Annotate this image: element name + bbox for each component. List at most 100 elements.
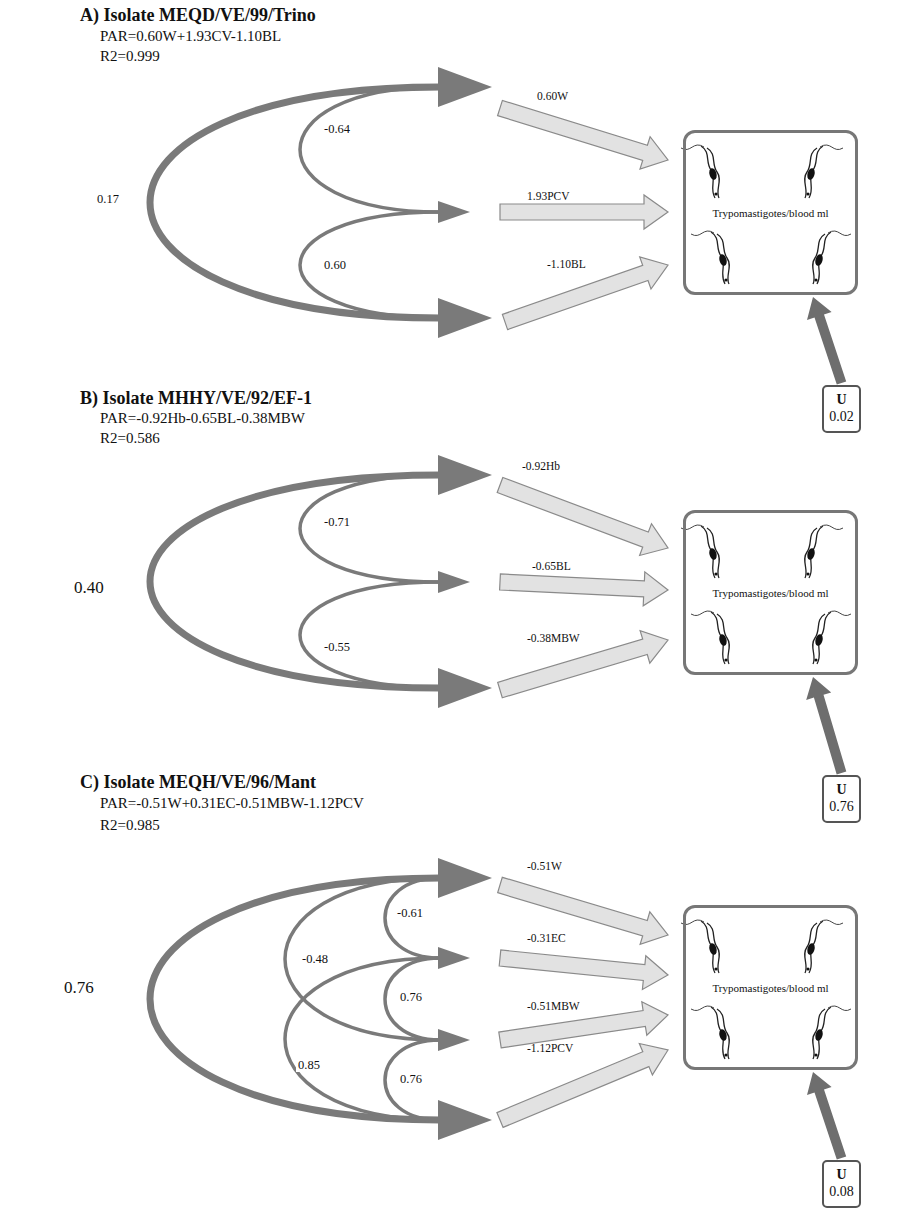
residual-arrow [807,1072,846,1160]
coefficient-label: -0.31EC [525,932,568,945]
equation: R2=0.985 [98,817,162,834]
variable-arrowhead [438,67,492,107]
residual-symbol: U [836,782,846,799]
variable-arrowhead [438,947,470,969]
trypanosome-nucleus [806,942,816,955]
variable-arrowhead [438,455,492,495]
variable-arrowhead [438,1029,470,1051]
correlation-value: -0.55 [322,640,352,654]
residual-value: 0.02 [829,409,854,426]
path-coefficient-arrow [498,631,668,698]
trypanosome-membrane [717,1009,729,1059]
correlation-arc [300,582,440,688]
coefficient-label: -0.51W [525,860,564,873]
residual-box: U0.76 [822,775,861,823]
trypanosome-nucleus [814,1028,824,1041]
outcome-label: Trypomastigotes/blood ml [712,587,828,599]
kinetoplast [806,967,809,970]
flagellum [691,231,714,236]
kinetoplast [724,658,727,661]
residual-symbol: U [836,392,846,409]
residual-box: U0.02 [822,385,861,433]
trypanosome-drawing [691,1006,729,1059]
correlation-arc [300,87,440,212]
correlation-value: 0.76 [398,990,424,1004]
correlation-value: -0.71 [322,515,352,529]
equation: R2=0.999 [98,48,162,65]
correlation-arc [150,87,440,318]
trypanosome-nucleus [708,547,718,560]
variable-arrowhead [438,201,470,223]
variable-arrowhead [438,668,492,708]
trypanosome-drawing [805,525,843,578]
correlation-value: 0.85 [296,1058,322,1072]
coefficient-label: 0.60W [535,90,570,103]
panel-title: B) Isolate MHHY/VE/92/EF-1 [78,388,314,409]
correlation-value: 0.60 [322,258,348,272]
path-coefficient-arrow [497,1044,668,1128]
outcome-label: Trypomastigotes/blood ml [712,207,828,219]
trypanosome-membrane [813,234,825,284]
trypanosome-membrane [717,614,729,664]
trypanosome-nucleus [718,1028,728,1041]
correlation-value: -0.61 [395,906,425,920]
path-coefficient-arrow [498,877,668,944]
outcome-box: Trypomastigotes/blood ml [683,130,858,295]
trypanosome-drawing [805,920,843,973]
correlation-arc [150,878,440,1120]
panel-title: C) Isolate MEQH/VE/96/Mant [78,772,318,793]
correlation-value: 0.17 [95,192,121,206]
correlation-value: 0.76 [398,1072,424,1086]
coefficient-label: -1.10BL [545,258,588,271]
kinetoplast [806,572,809,575]
trypanosome-drawing [681,145,719,198]
equation: R2=0.586 [98,430,162,447]
trypanosome-nucleus [806,167,816,180]
equation: PAR=-0.92Hb-0.65BL-0.38MBW [98,410,307,427]
kinetoplast [714,192,717,195]
kinetoplast [814,278,817,281]
coefficient-label: -0.65BL [530,560,573,573]
residual-value: 0.76 [829,799,854,816]
trypanosome-nucleus [806,547,816,560]
kinetoplast [724,278,727,281]
path-coefficient-arrow [502,257,668,330]
trypanosome-drawing [813,1006,851,1059]
trypanosome-drawing [813,611,851,664]
trypanosome-membrane [805,923,817,973]
trypanosome-membrane [813,1009,825,1059]
correlation-value: 0.40 [72,578,106,598]
panel-title: A) Isolate MEQD/VE/99/Trino [78,5,318,26]
kinetoplast [714,572,717,575]
path-coefficient-arrow [497,478,668,556]
trypanosome-nucleus [814,253,824,266]
kinetoplast [724,1053,727,1056]
flagellum [820,920,843,925]
residual-symbol: U [836,1167,846,1184]
correlation-arc [150,475,440,688]
flagellum [828,611,851,616]
trypanosome-nucleus [708,942,718,955]
flagellum [828,231,851,236]
trypanosome-drawing [691,231,729,284]
residual-value: 0.08 [829,1184,854,1201]
trypanosome-membrane [707,528,719,578]
equation: PAR=-0.51W+0.31EC-0.51MBW-1.12PCV [98,795,366,812]
flagellum [828,1006,851,1011]
trypanosome-membrane [707,148,719,198]
coefficient-label: 1.93PCV [525,190,572,203]
flagellum [820,145,843,150]
residual-arrow [806,677,846,774]
trypanosome-drawing [813,231,851,284]
path-coefficient-arrow [499,950,668,990]
path-coefficient-arrow [498,100,668,169]
trypanosome-nucleus [708,167,718,180]
trypanosome-nucleus [718,633,728,646]
trypanosome-nucleus [718,253,728,266]
variable-arrowhead [438,571,470,593]
coefficient-label: -0.92Hb [520,460,562,473]
trypanosome-membrane [805,148,817,198]
